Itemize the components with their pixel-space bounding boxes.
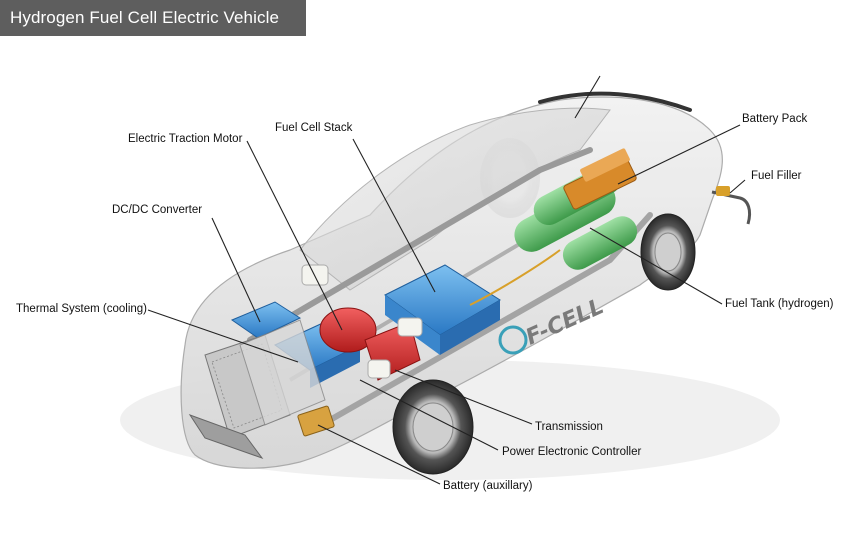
leader-line-thermal-system <box>147 309 299 363</box>
page-title: Hydrogen Fuel Cell Electric Vehicle <box>10 8 280 27</box>
coolant-reservoir-2 <box>397 317 423 337</box>
label-thermal-system: Thermal System (cooling) <box>16 303 148 315</box>
leader-line-transmission <box>394 369 533 425</box>
label-electric-traction-motor: Electric Traction Motor <box>128 133 243 145</box>
chassis-rail-left <box>247 147 593 343</box>
leader-line-dc-dc-converter <box>211 217 261 323</box>
rear-spoiler <box>538 91 692 112</box>
brand-badge-ring <box>498 325 528 355</box>
label-dc-dc-converter: DC/DC Converter <box>112 204 203 216</box>
leader-lines <box>147 75 746 485</box>
label-fuel-cell-stack: Fuel Cell Stack <box>275 122 353 134</box>
title-bar: Hydrogen Fuel Cell Electric Vehicle <box>0 0 306 36</box>
fuel-filler-cap <box>716 186 730 196</box>
coolant-reservoir-3 <box>367 359 391 379</box>
label-power-electronic-controller: Power Electronic Controller <box>502 446 642 458</box>
leader-line-fuel-filler <box>729 179 746 194</box>
leader-line-fuel-tank <box>589 227 723 305</box>
leader-line-electric-traction-motor <box>246 140 343 331</box>
leader-line-power-electronic-controller <box>359 379 499 451</box>
leader-line-battery-auxiliary <box>317 424 441 485</box>
lower-grille <box>188 414 264 460</box>
label-battery-auxiliary: Battery (auxillary) <box>443 480 533 492</box>
radiator-grille <box>204 319 326 439</box>
leader-line-fuel-cell-stack <box>352 138 436 293</box>
rear-wheel-hub <box>654 232 682 272</box>
label-battery-pack: Battery Pack <box>742 113 808 125</box>
battery-pack-shape <box>563 148 637 210</box>
label-fuel-tank: Fuel Tank (hydrogen) <box>725 298 834 310</box>
label-transmission: Transmission <box>535 421 603 433</box>
leader-line-antenna <box>574 75 601 119</box>
label-fuel-filler: Fuel Filler <box>751 170 802 182</box>
hydrogen-pipe <box>469 249 561 306</box>
leader-line-battery-pack <box>617 124 741 185</box>
coolant-reservoir-1 <box>301 264 329 286</box>
fuel-filler-shape <box>711 190 752 225</box>
dc-dc-converter-shape <box>230 301 302 339</box>
